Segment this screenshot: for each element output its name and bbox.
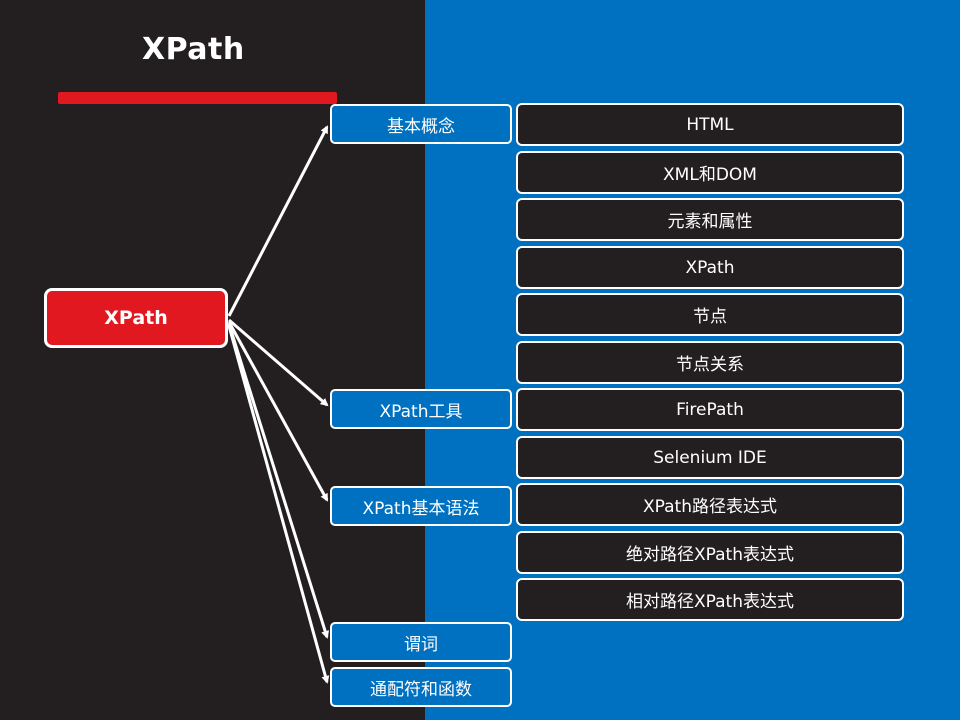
slide-title: XPath [142,32,245,67]
category-xpath-tools: XPath工具 [330,389,512,429]
item-absolute-path: 绝对路径XPath表达式 [516,531,904,574]
title-underline-bar [58,92,337,104]
arrow-to-wildcards-functions [227,325,330,684]
item-html: HTML [516,103,904,146]
item-xml-dom: XML和DOM [516,151,904,194]
category-predicates: 谓词 [330,622,512,662]
item-xpath: XPath [516,246,904,289]
item-selenium-ide: Selenium IDE [516,436,904,479]
arrow-to-basic-concepts [227,125,329,317]
category-wildcards-functions: 通配符和函数 [330,667,512,707]
item-firepath: FirePath [516,388,904,431]
root-node-xpath: XPath [44,288,228,348]
arrow-to-predicates [227,323,330,639]
item-node: 节点 [516,293,904,336]
item-elements-attributes: 元素和属性 [516,198,904,241]
arrow-to-basic-syntax [227,321,329,502]
arrow-to-xpath-tools [228,318,329,407]
item-relative-path: 相对路径XPath表达式 [516,578,904,621]
item-node-relations: 节点关系 [516,341,904,384]
category-basic-syntax: XPath基本语法 [330,486,512,526]
category-basic-concepts: 基本概念 [330,104,512,144]
item-path-expression: XPath路径表达式 [516,483,904,526]
